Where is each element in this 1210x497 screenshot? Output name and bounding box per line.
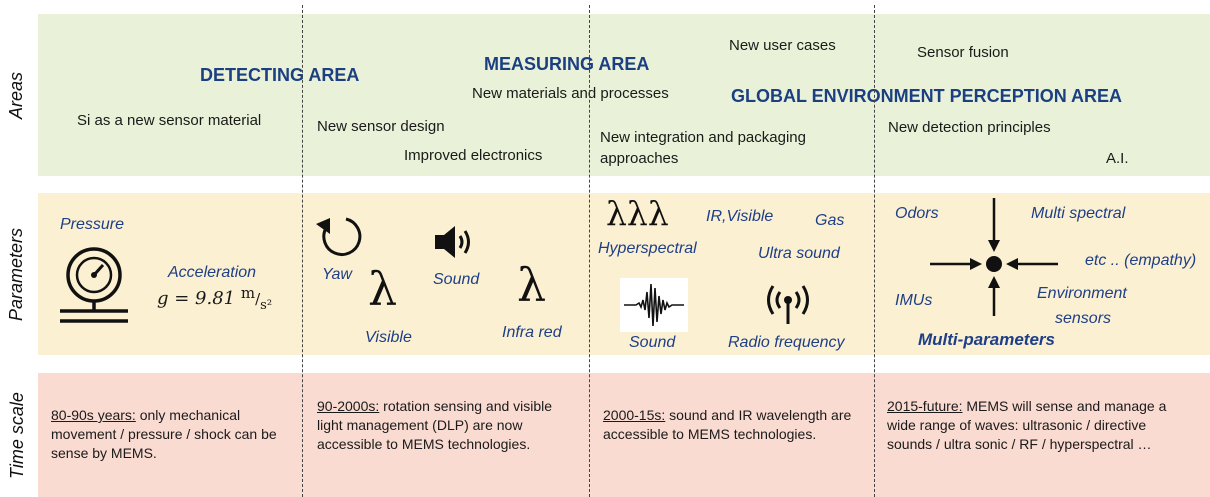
param-visible: Visible xyxy=(365,329,412,346)
global-area-heading: GLOBAL ENVIRONMENT PERCEPTION AREA xyxy=(731,86,1123,106)
param-infrared: Infra red xyxy=(502,324,562,341)
param-sound-2: Sound xyxy=(629,334,676,351)
speaker-icon xyxy=(435,226,470,258)
row-label-parameters: Parameters xyxy=(6,227,27,321)
area-item-si: Si as a new sensor material xyxy=(77,112,262,129)
lambda-triple-symbol: λλλ xyxy=(606,194,669,233)
area-item-integration: New integration and packaging xyxy=(600,129,806,146)
param-odors: Odors xyxy=(895,205,939,222)
area-item-materials: New materials and processes xyxy=(472,85,669,102)
detecting-area-heading: DETECTING AREA xyxy=(200,65,360,85)
area-item-sensor-design: New sensor design xyxy=(317,118,445,135)
lambda-visible-symbol: λ xyxy=(368,262,398,316)
area-item-detection: New detection principles xyxy=(888,119,1051,136)
converging-arrows-icon xyxy=(930,198,1058,316)
acceleration-formula: g = 9.81 m/s² xyxy=(157,284,273,313)
time-scale-band xyxy=(38,373,1210,497)
param-radio-frequency: Radio frequency xyxy=(728,334,845,351)
row-label-time-scale: Time scale xyxy=(6,391,27,479)
area-item-sensor-fusion: Sensor fusion xyxy=(917,44,1009,61)
param-multi-parameters: Multi-parameters xyxy=(918,330,1055,349)
timescale-80-90s: 80-90s years: only mechanical movement /… xyxy=(51,407,277,461)
param-acceleration: Acceleration xyxy=(168,264,257,281)
param-pressure: Pressure xyxy=(60,216,125,233)
param-etc-empathy: etc .. (empathy) xyxy=(1085,252,1197,269)
param-environment-2: sensors xyxy=(1055,310,1112,327)
waveform-icon xyxy=(620,278,688,332)
pressure-gauge-icon xyxy=(60,247,128,323)
lambda-infrared-symbol: λ xyxy=(517,258,547,312)
area-item-integration-2: approaches xyxy=(600,150,679,167)
param-hyperspectral: Hyperspectral xyxy=(598,240,697,257)
area-item-ai: A.I. xyxy=(1106,150,1129,167)
areas-band xyxy=(38,14,1210,176)
param-ultrasound: Ultra sound xyxy=(758,245,840,262)
param-imus: IMUs xyxy=(895,292,933,309)
timescale-2015-future: 2015-future: MEMS will sense and manage … xyxy=(887,398,1167,452)
formula-lhs: g = 9.81 xyxy=(157,288,236,309)
radio-antenna-icon xyxy=(767,285,809,324)
param-gas: Gas xyxy=(815,212,845,229)
timescale-90-2000s: 90-2000s: rotation sensing and visible l… xyxy=(317,398,553,452)
column-divider-3 xyxy=(874,5,875,497)
param-yaw: Yaw xyxy=(322,266,352,283)
param-sound-1: Sound xyxy=(433,271,480,288)
param-environment: Environment xyxy=(1037,285,1127,302)
rotation-arrow-icon xyxy=(316,217,362,256)
column-divider-2 xyxy=(589,5,590,497)
formula-denominator: s² xyxy=(260,298,273,313)
column-divider-1 xyxy=(302,5,303,497)
param-ir-visible: IR,Visible xyxy=(706,208,774,225)
formula-numerator: m xyxy=(240,284,256,302)
area-item-electronics: Improved electronics xyxy=(404,147,543,164)
param-multispectral: Multi spectral xyxy=(1031,205,1126,222)
timescale-2000-15s: 2000-15s: sound and IR wavelength are ac… xyxy=(603,407,852,442)
row-label-areas: Areas xyxy=(6,71,27,119)
measuring-area-heading: MEASURING AREA xyxy=(484,54,650,74)
area-item-user-cases: New user cases xyxy=(729,37,836,54)
